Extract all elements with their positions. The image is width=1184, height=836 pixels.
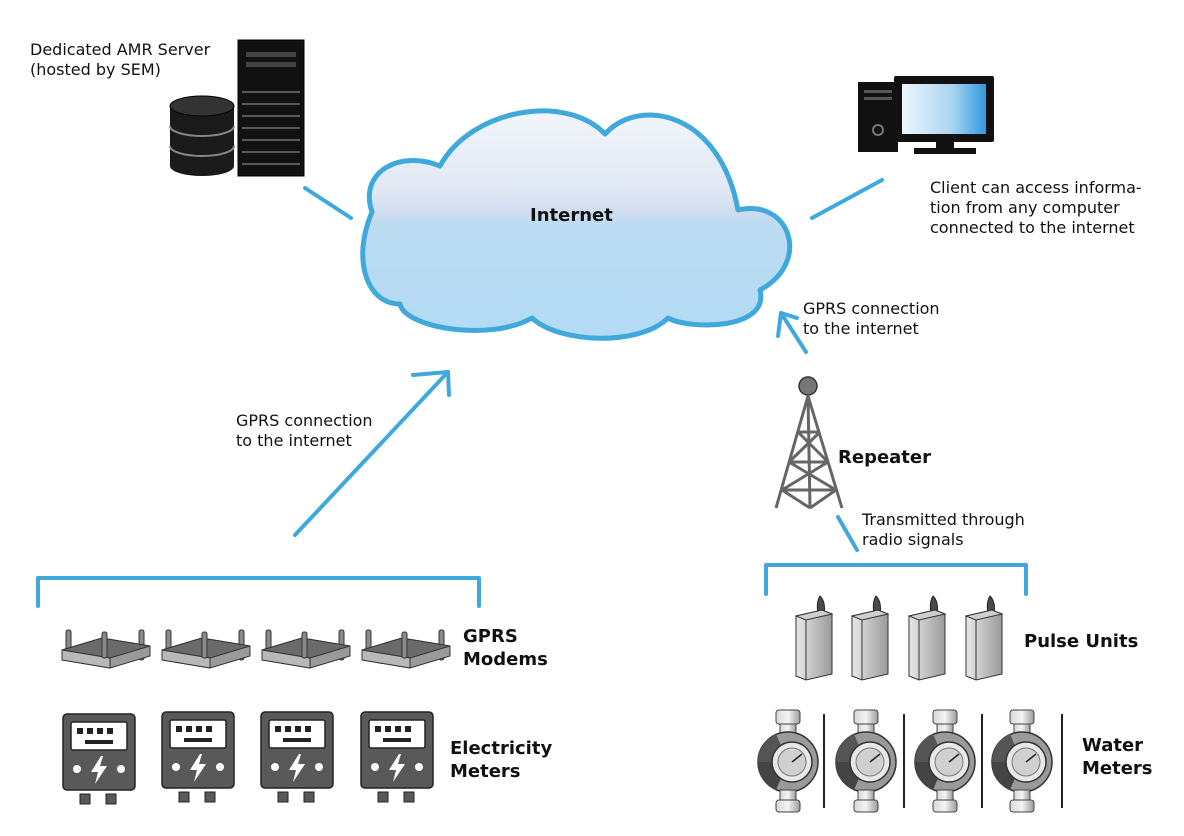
- water-meters-label: Water Meters: [1082, 735, 1153, 779]
- gprs-right-label: GPRS connection to the internet: [803, 299, 940, 338]
- water-meter-icon: [757, 709, 819, 813]
- water-meter-icon: [835, 709, 897, 813]
- pulse-unit-icon: [908, 595, 946, 681]
- electricity-meter-icon: [360, 711, 434, 803]
- server-tower-icon: [237, 39, 305, 177]
- server-label: Dedicated AMR Server (hosted by SEM): [30, 40, 211, 79]
- desktop-computer-icon: [858, 76, 994, 154]
- water-meter-icon: [914, 709, 976, 813]
- pulse-unit-icon: [965, 595, 1003, 681]
- pulse-unit-icon: [851, 595, 889, 681]
- water-meter-dividers: [823, 714, 1063, 808]
- electricity-meter-icon: [62, 713, 136, 805]
- electricity-meter-icon: [260, 711, 334, 803]
- database-icon: [169, 95, 235, 176]
- radio-connector: [836, 515, 859, 552]
- server-connector: [303, 186, 353, 220]
- gprs-left-label: GPRS connection to the internet: [236, 411, 373, 450]
- gprs-modem-icon: [61, 629, 151, 669]
- modems-bracket: [36, 576, 481, 608]
- client-label: Client can access informa- tion from any…: [930, 178, 1142, 237]
- pulse-bracket: [764, 563, 1028, 596]
- gprs-left-arrow: [293, 370, 450, 537]
- gprs-left-arrowhead: [411, 370, 451, 397]
- water-meter-icon: [991, 709, 1053, 813]
- repeater-label: Repeater: [838, 447, 931, 468]
- radio-label: Transmitted through radio signals: [862, 510, 1025, 549]
- gprs-right-arrowhead: [776, 311, 799, 338]
- gprs-modem-icon: [261, 629, 351, 669]
- electricity-meter-icon: [161, 711, 235, 803]
- internet-cloud-icon: [360, 108, 793, 341]
- pulse-unit-icon: [795, 595, 833, 681]
- gprs-right-arrow: [779, 311, 808, 354]
- internet-label: Internet: [530, 205, 613, 226]
- gprs-modems-label: GPRS Modems: [463, 626, 548, 670]
- electricity-meters-label: Electricity Meters: [450, 738, 553, 782]
- radio-tower-icon: [774, 376, 844, 510]
- client-connector: [810, 178, 884, 220]
- gprs-modem-icon: [361, 629, 451, 669]
- pulse-units-label: Pulse Units: [1024, 631, 1139, 652]
- gprs-modem-icon: [161, 629, 251, 669]
